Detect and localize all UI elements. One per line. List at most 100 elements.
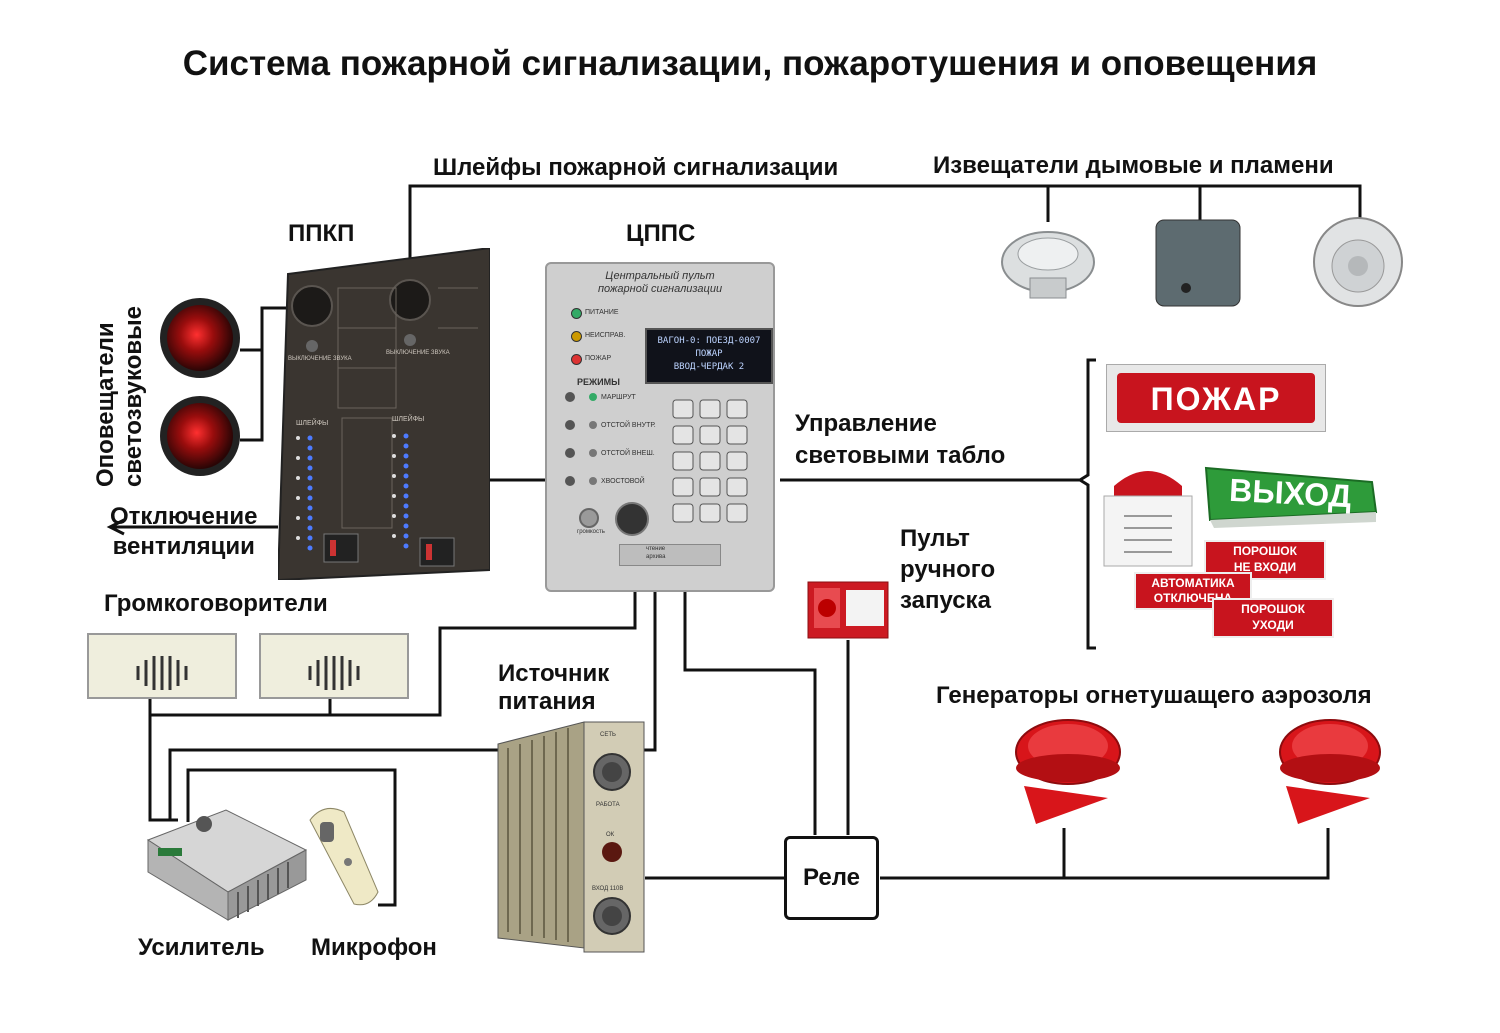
- sign-fire-text: ПОЖАР: [1150, 381, 1282, 417]
- manual-start-label-line3: запуска: [900, 587, 991, 614]
- ppkp-label: ППКП: [288, 220, 355, 247]
- power-label-network: СЕТЬ: [600, 732, 616, 738]
- lightboards-label-line1: Управление: [795, 410, 937, 437]
- ppkp-mute-label-2: ВЫКЛЮЧЕНИЕ ЗВУКА: [386, 350, 450, 356]
- generators-label: Генераторы огнетушащего аэрозоля: [936, 682, 1372, 709]
- modes-title: РЕЖИМЫ: [577, 377, 620, 387]
- diagram-title: Система пожарной сигнализации, пожаротуш…: [182, 44, 1318, 83]
- loudspeaker-2: [259, 633, 409, 699]
- ppkp-mute-label-1: ВЫКЛЮЧЕНИЕ ЗВУКА: [288, 356, 352, 362]
- sign-fire: ПОЖАР: [1106, 364, 1326, 432]
- console-heading-2: пожарной сигнализации: [597, 283, 723, 295]
- mode-inner-led-icon: [589, 421, 597, 429]
- speakers-label: Громкоговорители: [104, 590, 328, 617]
- manual-start-label-line1: Пульт: [900, 525, 970, 552]
- power-indicator-icon: [571, 308, 582, 319]
- sign-powder-no-enter-1: ПОРОШОК: [1233, 544, 1297, 558]
- archive-label-2: архива: [646, 554, 666, 560]
- notifiers-label: Оповещатели светозвуковые: [92, 306, 148, 487]
- mode-toggle-outer[interactable]: [565, 448, 575, 458]
- notifier-lamp-1: [160, 298, 240, 378]
- wire-amp-mic: [186, 768, 397, 907]
- loudspeakers: [87, 633, 409, 699]
- sign-powder-no-enter-2: НЕ ВХОДИ: [1233, 560, 1297, 574]
- amplifier-label: Усилитель: [138, 934, 265, 961]
- display-line-3: ВВОД-ЧЕРДАК 2: [673, 362, 745, 372]
- sign-exit-text: ВЫХОД: [1228, 472, 1352, 514]
- ventilation-label-line1: Отключение: [110, 503, 258, 530]
- console-speaker-icon: [615, 502, 649, 536]
- detectors: [1001, 217, 1403, 307]
- power-label: Источник питания: [498, 660, 609, 716]
- wire-notifiers: [240, 306, 290, 352]
- loudspeaker-1: [87, 633, 237, 699]
- mode-tail-label: ХВОСТОВОЙ: [601, 478, 645, 485]
- sign-powder-leave: ПОРОШОК УХОДИ: [1212, 598, 1334, 638]
- sign-powder-leave-1: ПОРОШОК: [1241, 602, 1305, 616]
- smoke-detector-1: [1001, 231, 1095, 299]
- console-keypad[interactable]: [671, 398, 751, 530]
- power-label-ok: ОК: [606, 832, 615, 838]
- ppkp-loops-label-1: ШЛЕЙФЫ: [296, 420, 329, 427]
- power-supply-unit: СЕТЬ РАБОТА ОК ВХОД 110В: [488, 718, 646, 956]
- aerosol-generator-2: [1279, 719, 1381, 824]
- smoke-detector-2: [1313, 217, 1403, 307]
- manual-start-pult[interactable]: [806, 578, 890, 642]
- console-heading-1: Центральный пульт: [605, 270, 715, 282]
- detectors-label: Извещатели дымовые и пламени: [933, 152, 1334, 179]
- notifiers-label-line2: светозвуковые: [120, 306, 147, 487]
- relay-label: Реле: [802, 864, 861, 891]
- wire-relay-generators: [880, 828, 1330, 880]
- sign-powder-no-enter: ПОРОШОК НЕ ВХОДИ: [1204, 540, 1326, 580]
- amplifier-device: [146, 809, 308, 921]
- fault-indicator-icon: [571, 331, 582, 342]
- ventilation-arrowhead: [106, 518, 125, 536]
- console-display: ВАГОН-0: ПОЕЗД-0007 ПОЖАР ВВОД-ЧЕРДАК 2: [645, 328, 773, 384]
- wire-loops: [408, 184, 1362, 258]
- power-label-line2: питания: [498, 688, 596, 715]
- fire-indicator-icon: [571, 354, 582, 365]
- ppkp-loops-label-2: ШЛЕЙФЫ: [392, 416, 425, 423]
- ventilation-label-line2: вентиляции: [112, 533, 255, 560]
- wire-notifiers-2: [240, 350, 264, 442]
- display-line-1: ВАГОН-0: ПОЕЗД-0007: [657, 336, 761, 346]
- wire-cpps-relay: [683, 592, 817, 835]
- mode-tail-led-icon: [589, 477, 597, 485]
- wire-cpps-amp: [168, 592, 657, 820]
- aerosol-generators: [1015, 719, 1381, 824]
- microphone-device: [309, 807, 379, 906]
- indicator-power-label: ПИТАНИЕ: [585, 309, 619, 316]
- cpps-console: Центральный пульт пожарной сигнализации …: [545, 262, 775, 592]
- sign-auto-off-1: АВТОМАТИКА: [1151, 576, 1235, 590]
- notifiers-label-line1: Оповещатели: [92, 322, 119, 487]
- mode-toggle-tail[interactable]: [565, 476, 575, 486]
- power-label-line1: Источник: [498, 660, 610, 687]
- power-label-input: ВХОД 110В: [592, 886, 624, 892]
- mode-toggle-route[interactable]: [565, 392, 575, 402]
- wire-cpps-speakers: [148, 592, 637, 717]
- mode-outer-led-icon: [589, 449, 597, 457]
- notifier-lamp-2: [160, 396, 240, 476]
- ppkp-panel: ВЫКЛЮЧЕНИЕ ЗВУКА ВЫКЛЮЧЕНИЕ ЗВУКА ШЛЕЙФЫ…: [276, 246, 491, 582]
- ventilation-label: Отключение вентиляции: [110, 502, 257, 562]
- manual-start-label-line2: ручного: [900, 556, 996, 583]
- mode-toggle-inner[interactable]: [565, 420, 575, 430]
- volume-knob[interactable]: [579, 508, 599, 528]
- mode-route-label: МАРШРУТ: [601, 394, 636, 401]
- loops-label: Шлейфы пожарной сигнализации: [433, 154, 839, 181]
- mode-route-led-icon: [589, 393, 597, 401]
- indicator-fault-label: НЕИСПРАВ.: [585, 332, 626, 339]
- lightboards-label-line2: световыми табло: [795, 442, 1006, 469]
- siren-device: [1103, 471, 1193, 567]
- sign-exit: ВЫХОД: [1204, 466, 1378, 528]
- lightboards-brace: [1077, 358, 1096, 650]
- mode-outer-label: ОТСТОЙ ВНЕШ.: [601, 450, 655, 457]
- power-label-work: РАБОТА: [596, 802, 620, 808]
- archive-label-1: чтение: [646, 546, 666, 552]
- cpps-label: ЦППС: [626, 220, 696, 247]
- microphone-label: Микрофон: [311, 934, 437, 961]
- volume-label: громкость: [577, 529, 605, 535]
- mode-inner-label: ОТСТОЙ ВНУТР.: [601, 422, 656, 429]
- archive-button[interactable]: чтение архива: [619, 544, 721, 566]
